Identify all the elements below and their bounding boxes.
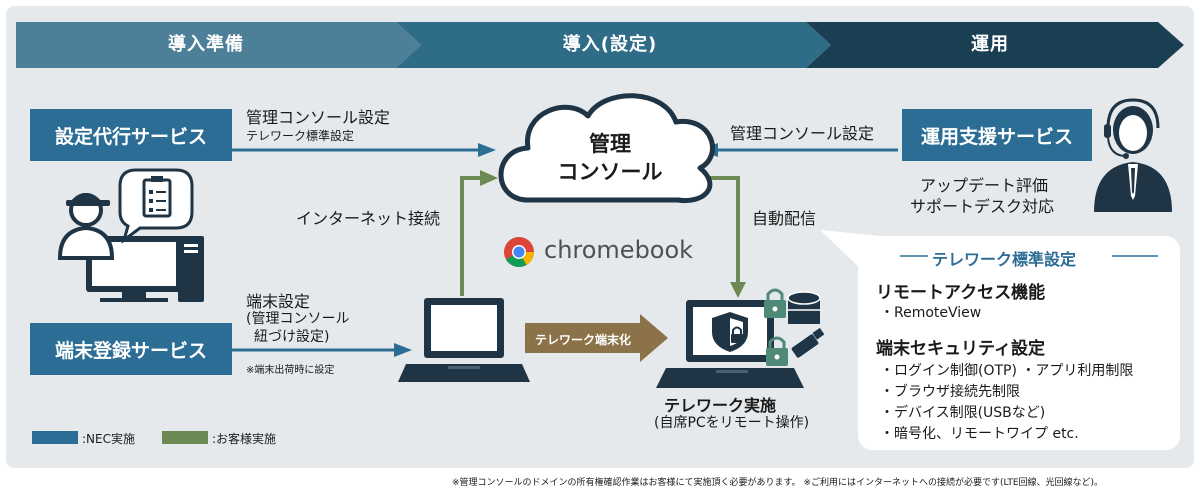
legend-customer-label: :お客様実施 — [212, 432, 277, 446]
remote-access-heading: リモートアクセス機能 — [876, 283, 1046, 303]
device-setting-detail-1: (管理コンソール — [246, 311, 350, 327]
telework-subtitle: (自席PCをリモート操作) — [654, 415, 810, 431]
telework-conversion-label: テレワーク端末化 — [535, 333, 632, 347]
phase-1-chevron — [16, 22, 421, 68]
padlock-icon-bottom — [766, 336, 788, 366]
phase-1-label: 導入準備 — [168, 34, 244, 55]
device-registration-service-box: 端末登録サービス — [30, 323, 232, 375]
telework-title: テレワーク実施 — [664, 396, 777, 415]
phase-chevron-bar — [16, 22, 1184, 68]
security-item-2: ・ブラウザ接続先制限 — [880, 384, 1020, 400]
remote-access-item: ・RemoteView — [880, 305, 982, 321]
legend-nec-swatch — [32, 431, 78, 444]
telework-standard-setting-label: テレワーク標準設定 — [246, 129, 355, 143]
setup-agent-service-box: 設定代行サービス — [30, 109, 232, 161]
legend-nec-label: :NEC実施 — [82, 432, 135, 446]
phase-3-chevron — [806, 22, 1184, 68]
usb-stick-icon — [791, 327, 825, 358]
auto-delivery-label: 自動配信 — [752, 209, 817, 228]
device-security-heading: 端末セキュリティ設定 — [876, 339, 1045, 359]
telework-standard-setting-callout — [858, 236, 1180, 450]
security-item-3: ・デバイス制限(USBなど) — [880, 405, 1046, 421]
operation-support-service-box: 運用支援サービス — [902, 109, 1092, 161]
cloud-label-line1: 管理 — [589, 132, 631, 156]
padlock-icon-top — [764, 288, 786, 318]
security-item-4: ・暗号化、リモートワイプ etc. — [880, 426, 1079, 442]
phase-3-label: 運用 — [971, 34, 1009, 55]
phase-2-chevron — [396, 22, 831, 68]
internet-connection-label: インターネット接続 — [296, 209, 441, 228]
device-setting-detail-2: 紐づけ設定) — [254, 329, 330, 345]
console-setting-right-label: 管理コンソール設定 — [730, 124, 875, 143]
telework-conversion-arrow — [525, 314, 668, 362]
arrow-console-to-telework-pc — [706, 176, 740, 282]
cloud-label-line2: コンソール — [557, 160, 663, 184]
arrow-laptop-to-console — [460, 176, 480, 296]
operation-note-2: サポートデスク対応 — [910, 197, 1055, 216]
operation-note-1: アップデート評価 — [920, 176, 1049, 195]
shipping-note: ※端末出荷時に設定 — [246, 365, 335, 376]
console-setting-label: 管理コンソール設定 — [246, 108, 391, 127]
security-item-1: ・ログイン制御(OTP) ・アプリ利用制限 — [880, 363, 1134, 379]
legend-customer-swatch — [162, 431, 208, 444]
device-setting-label: 端末設定 — [246, 292, 311, 311]
footnote: ※管理コンソールのドメインの所有権確認作業はお客様にて実施頂く必要があります。 … — [452, 478, 1104, 488]
callout-title: テレワーク標準設定 — [932, 250, 1077, 269]
phase-2-label: 導入(設定) — [562, 34, 658, 55]
chromebook-wordmark: chromebook — [544, 236, 694, 264]
